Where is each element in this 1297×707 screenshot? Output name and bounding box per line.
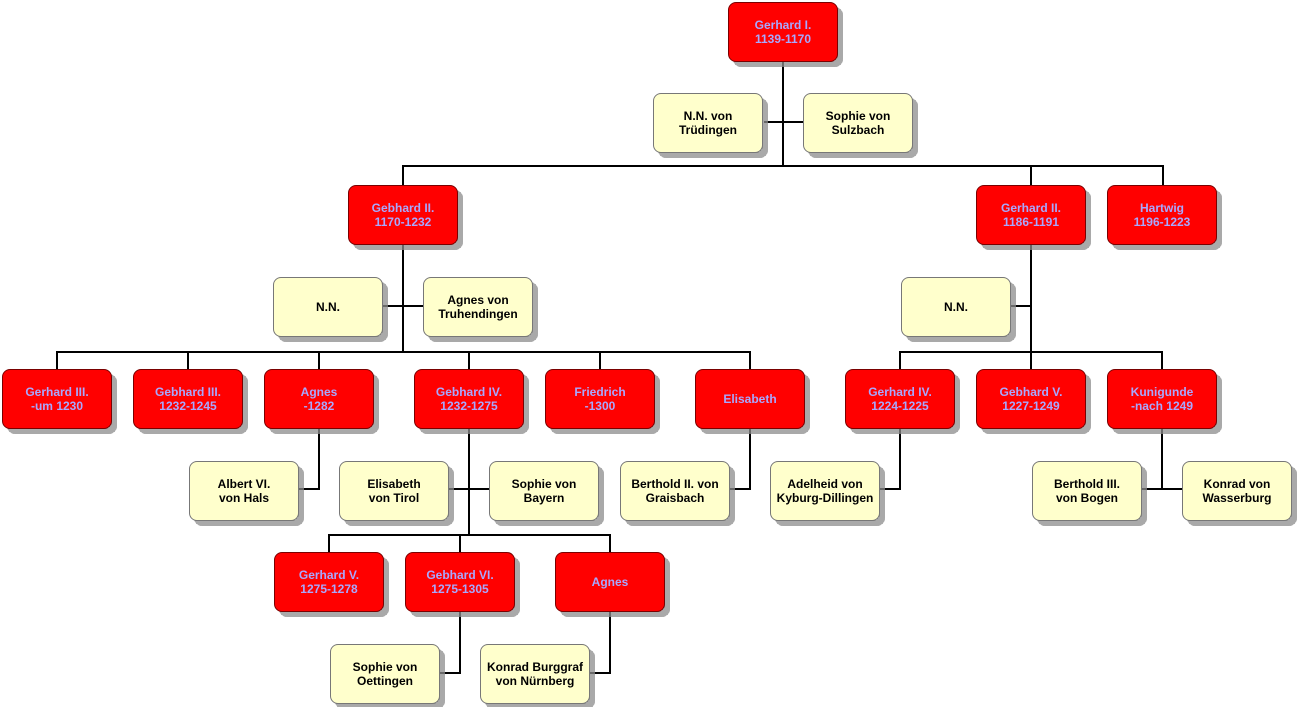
spouse-node-nn-1: N.N. [273, 277, 383, 337]
node-label-line: 1227-1249 [1002, 399, 1060, 413]
node-label-line: von Hals [218, 491, 269, 505]
node-label-line: Agnes [300, 385, 338, 399]
node-label-line: -1300 [584, 399, 616, 413]
node-label-line: N.N. [944, 300, 968, 314]
node-label-line: Agnes von [447, 293, 509, 307]
node-label-line: Friedrich [574, 385, 626, 399]
node-label-line: 1232-1275 [440, 399, 498, 413]
node-label-line: Gebhard II. [371, 201, 435, 215]
node-label-line: 1224-1225 [871, 399, 929, 413]
node-label-line: N.N. von [683, 109, 733, 123]
node-label-line: 1275-1305 [431, 582, 489, 596]
person-node-gebhard-ii: Gebhard II.1170-1232 [348, 185, 458, 245]
person-node-friedrich: Friedrich-1300 [545, 369, 655, 429]
node-label-line: Trüdingen [679, 123, 737, 137]
person-node-gebhard-iv: Gebhard IV.1232-1275 [414, 369, 524, 429]
node-label-line: Gerhard IV. [868, 385, 932, 399]
node-label-line: Sophie von [511, 477, 577, 491]
node-label-line: Berthold III. [1054, 477, 1120, 491]
node-label-line: -um 1230 [30, 399, 84, 413]
spouse-node-nn-2: N.N. [901, 277, 1011, 337]
person-node-gerhard-i: Gerhard I.1139-1170 [728, 2, 838, 62]
node-label-line: von Bogen [1056, 491, 1118, 505]
node-label-line: Graisbach [645, 491, 705, 505]
node-label-line: Gerhard V. [298, 568, 360, 582]
person-node-gebhard-v: Gebhard V.1227-1249 [976, 369, 1086, 429]
person-node-gerhard-iii: Gerhard III.-um 1230 [2, 369, 112, 429]
node-label-line: Gerhard II. [1000, 201, 1062, 215]
node-label-line: Oettingen [357, 674, 413, 688]
node-label-line: N.N. [316, 300, 340, 314]
node-label-line: Sulzbach [831, 123, 885, 137]
node-label-line: Sophie von [825, 109, 891, 123]
node-label-line: Gerhard I. [754, 18, 812, 32]
node-label-line: 1170-1232 [374, 215, 432, 229]
node-label-line: Gerhard III. [25, 385, 89, 399]
node-label-line: 1196-1223 [1133, 215, 1191, 229]
node-label-line: Konrad von [1203, 477, 1271, 491]
node-label-line: Truhendingen [438, 307, 518, 321]
spouse-node-albert-vi: Albert VI.von Hals [189, 461, 299, 521]
node-label-line: Konrad Burggraf [487, 660, 583, 674]
person-node-gebhard-iii: Gebhard III.1232-1245 [133, 369, 243, 429]
node-label-line: Agnes [591, 575, 629, 589]
node-label-line: Kyburg-Dillingen [776, 491, 874, 505]
person-node-agnes-2: Agnes [555, 552, 665, 612]
node-label-line: 1275-1278 [300, 582, 358, 596]
node-label-line: Elisabeth [367, 477, 421, 491]
node-label-line: Kunigunde [1130, 385, 1194, 399]
node-label-line: -1282 [303, 399, 335, 413]
node-label-line: von Nürnberg [495, 674, 575, 688]
person-node-gerhard-ii: Gerhard II.1186-1191 [976, 185, 1086, 245]
node-label-line: Gebhard V. [999, 385, 1063, 399]
spouse-node-berthold-iii: Berthold III.von Bogen [1032, 461, 1142, 521]
node-label-line: Hartwig [1139, 201, 1184, 215]
node-label-line: Wasserburg [1202, 491, 1272, 505]
node-label-line: Berthold II. von [631, 477, 719, 491]
node-label-line: von Tirol [368, 491, 420, 505]
person-node-elisabeth-1: Elisabeth [695, 369, 805, 429]
node-label-line: Gebhard VI. [426, 568, 494, 582]
node-label-line: Elisabeth [723, 392, 777, 406]
node-label-line: Gebhard IV. [435, 385, 503, 399]
person-node-kunigunde: Kunigunde-nach 1249 [1107, 369, 1217, 429]
person-node-agnes-1: Agnes-1282 [264, 369, 374, 429]
person-node-gerhard-iv: Gerhard IV.1224-1225 [845, 369, 955, 429]
node-label-line: 1186-1191 [1002, 215, 1060, 229]
node-label-line: Adelheid von [787, 477, 863, 491]
node-label-line: 1232-1245 [159, 399, 217, 413]
node-label-line: Gebhard III. [154, 385, 221, 399]
node-label-line: Sophie von [352, 660, 418, 674]
node-label-line: Albert VI. [217, 477, 271, 491]
person-node-gebhard-vi: Gebhard VI.1275-1305 [405, 552, 515, 612]
node-label-line: 1139-1170 [754, 32, 812, 46]
person-node-gerhard-v: Gerhard V.1275-1278 [274, 552, 384, 612]
node-label-line: -nach 1249 [1130, 399, 1194, 413]
node-label-line: Bayern [523, 491, 565, 505]
